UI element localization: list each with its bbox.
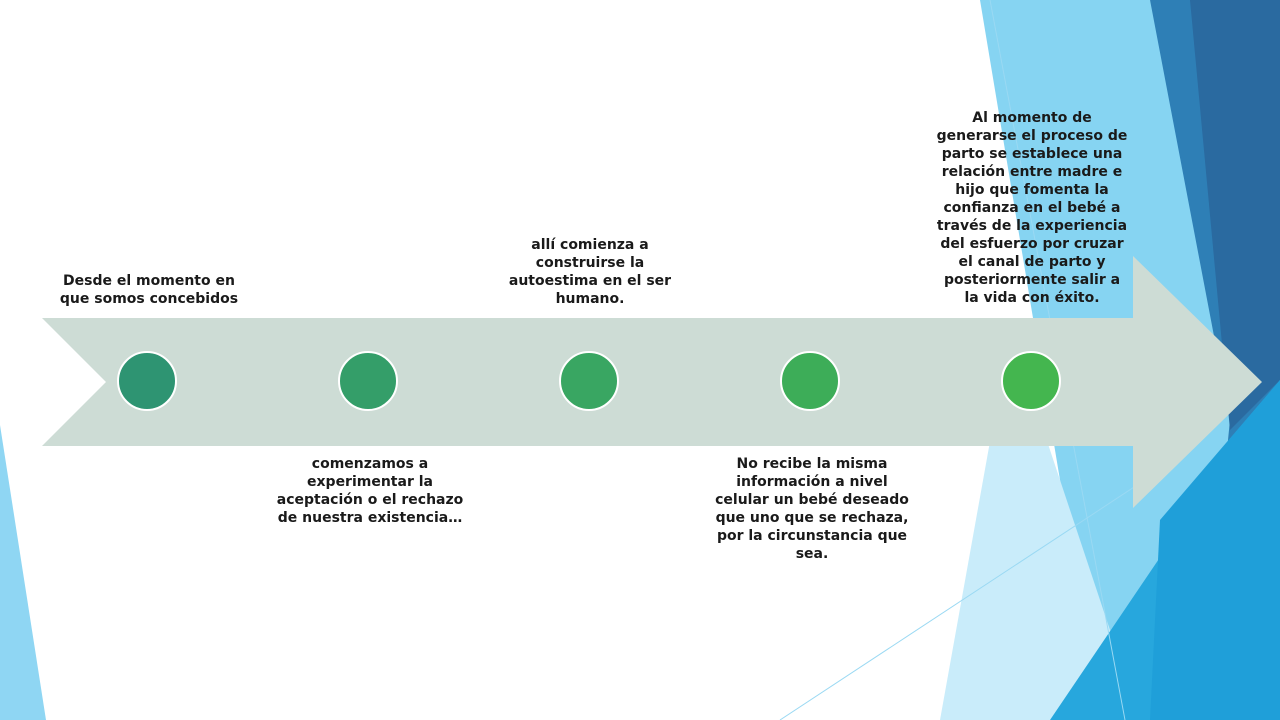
timeline-node-2: [338, 351, 398, 411]
step-text-2: comenzamos a experimentar la aceptación …: [276, 456, 464, 526]
right-dark-shape: [1190, 0, 1280, 430]
right-pale-shape: [940, 330, 1140, 720]
step-text-5: Al momento de generarse el proceso de pa…: [936, 110, 1128, 306]
step-text-3: allí comienza a construirse la autoestim…: [508, 237, 672, 307]
timeline-arrow: [42, 256, 1262, 508]
right-cyan-shape: [1150, 380, 1280, 720]
thin-line-2: [779, 469, 1161, 720]
left-accent-shape: [0, 425, 46, 720]
timeline-node-5: [1001, 351, 1061, 411]
timeline-node-3: [559, 351, 619, 411]
step-text-1: Desde el momento en que somos concebidos: [59, 273, 239, 307]
timeline-node-4: [780, 351, 840, 411]
step-text-4: No recibe la misma información a nivel c…: [715, 456, 909, 562]
timeline-node-1: [117, 351, 177, 411]
